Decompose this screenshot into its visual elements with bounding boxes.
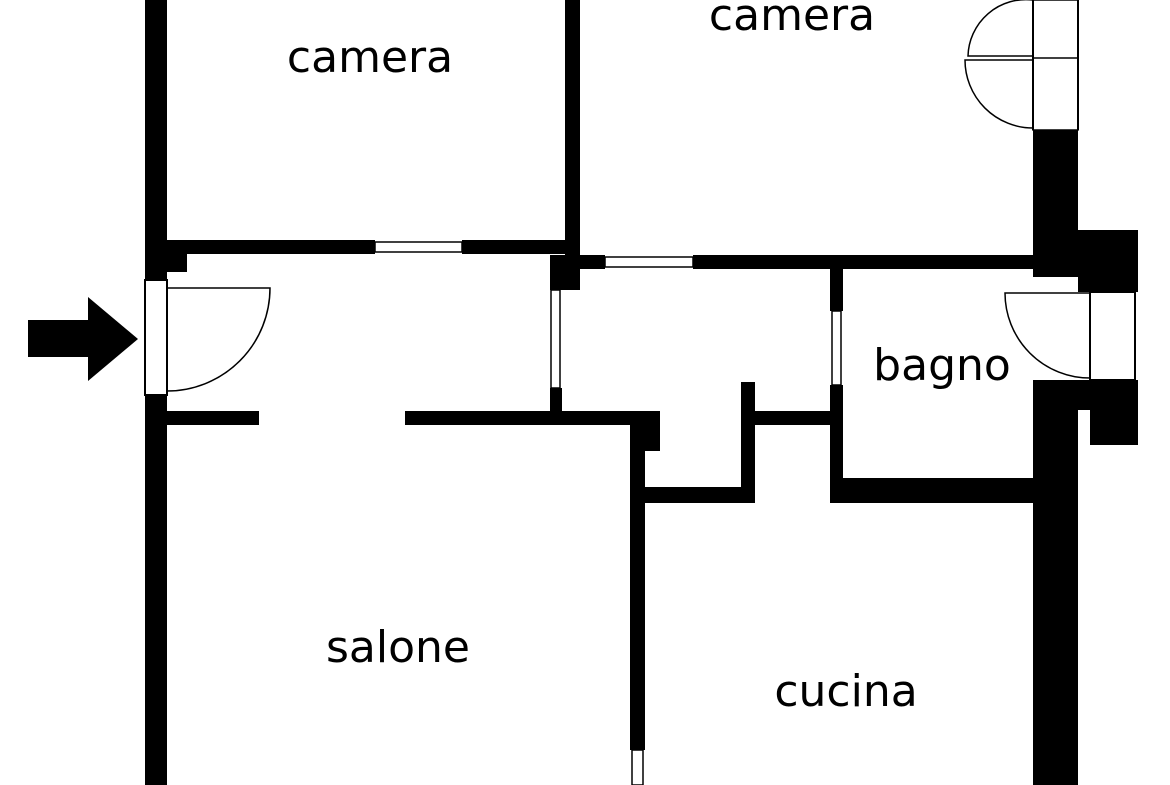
wall-corridor-post xyxy=(550,255,580,290)
room-label-camera-left: camera xyxy=(287,32,453,83)
wall-right-upper xyxy=(1033,130,1078,270)
room-label-salone: salone xyxy=(326,622,470,673)
bagno-door-swing xyxy=(1004,292,1091,379)
room-label-camera-right: camera xyxy=(709,0,875,41)
wall-camera-right-bottom-a xyxy=(580,255,605,269)
window-right-camera xyxy=(1032,0,1079,131)
window-hall-top xyxy=(374,241,463,253)
wall-cucina-top-right xyxy=(830,487,1033,503)
wall-camera-left-bottom-a xyxy=(167,240,375,254)
wall-right-bagno-top xyxy=(1033,255,1090,277)
wall-bagno-bottom xyxy=(843,478,1033,490)
entrance-door-swing xyxy=(166,287,271,392)
window-corridor-left xyxy=(550,289,561,389)
wall-left-outer-bottom xyxy=(145,395,167,785)
wall-bagno-left-bottom xyxy=(830,385,843,503)
wall-left-outer-top xyxy=(145,0,167,280)
room-label-cucina: cucina xyxy=(774,666,917,717)
wall-salone-cucina xyxy=(630,425,645,750)
wall-right-bump-lower xyxy=(1090,380,1138,445)
wall-bagno-left-top xyxy=(830,269,843,311)
windows xyxy=(374,0,1079,785)
window-salone-bottom xyxy=(631,749,644,785)
window-corridor-top xyxy=(604,256,694,268)
wall-camera-left-right xyxy=(565,0,580,255)
walls xyxy=(145,0,1138,785)
arrow-right-icon xyxy=(28,297,138,381)
wall-hall-bottom-left xyxy=(167,411,259,425)
entrance-door-frame xyxy=(144,279,168,396)
wall-right-lower xyxy=(1033,400,1078,785)
wall-camera-right-bottom-b xyxy=(693,255,1033,269)
window-bagno-left xyxy=(831,310,842,386)
bagno-door xyxy=(1004,291,1136,381)
wall-corner-nub-left xyxy=(167,254,187,272)
wall-camera-left-bottom-b xyxy=(462,240,565,254)
wall-hall-bottom-right xyxy=(405,411,660,425)
bagno-door-frame xyxy=(1089,291,1136,381)
wall-cucina-top-left xyxy=(645,487,755,503)
room-label-bagno: bagno xyxy=(873,340,1011,391)
camera-right-door xyxy=(964,0,1079,130)
wall-corridor-bottom xyxy=(755,411,843,425)
wall-cucina-stub xyxy=(741,382,755,503)
entrance-door xyxy=(144,279,271,396)
